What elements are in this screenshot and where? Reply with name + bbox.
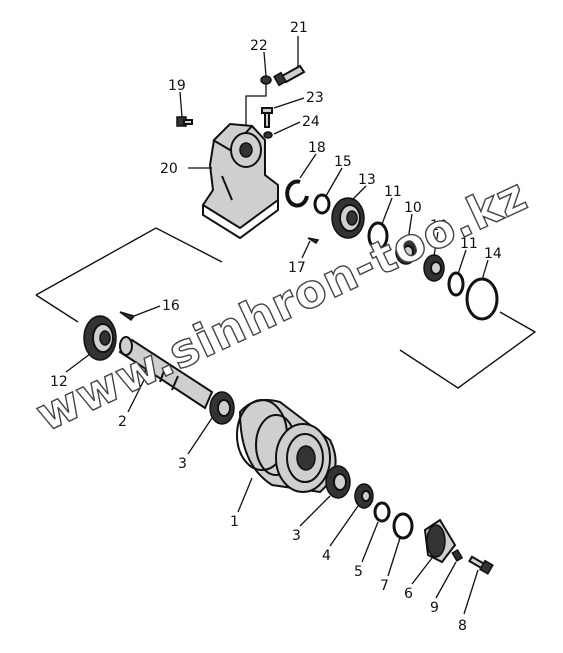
snap-ring-part-18 (285, 179, 309, 208)
nut-part-4 (354, 483, 374, 509)
label-9: 9 (430, 600, 439, 616)
o-ring-part-11-upper (367, 221, 389, 251)
label-20: 20 (160, 161, 178, 177)
washer-part-9 (451, 549, 464, 562)
watermark: www.sinhron-too.kz (28, 167, 536, 442)
label-15: 15 (334, 154, 352, 170)
label-14: 14 (484, 246, 502, 262)
label-3-left: 3 (178, 456, 187, 472)
seal-part-13 (331, 197, 365, 239)
bracket-housing-part-20 (201, 122, 279, 240)
label-2: 2 (118, 414, 127, 430)
label-11-upper: 11 (384, 184, 402, 200)
label-5: 5 (354, 564, 363, 580)
label-4: 4 (322, 548, 331, 564)
o-ring-part-15 (313, 193, 331, 215)
label-24: 24 (302, 114, 320, 130)
bushing-part-10-left (395, 239, 417, 265)
roller-part-1 (236, 399, 337, 494)
label-10-right: 10 (430, 218, 448, 234)
label-21: 21 (290, 20, 308, 36)
label-23: 23 (306, 90, 324, 106)
leader-lines (65, 36, 489, 615)
label-7: 7 (380, 578, 389, 594)
cover-part-6 (423, 518, 457, 564)
label-11-right: 11 (460, 236, 478, 252)
label-22: 22 (250, 38, 268, 54)
label-18: 18 (308, 140, 326, 156)
part-labels: 21 22 23 24 19 20 18 15 13 11 10 10 11 1… (50, 20, 502, 634)
label-8: 8 (458, 618, 467, 634)
bearing-part-3-right (325, 465, 351, 499)
washer-part-24 (263, 131, 273, 139)
seal-part-12 (83, 315, 117, 361)
guide-lines (35, 227, 537, 389)
label-6: 6 (404, 586, 413, 602)
shaft-part-2 (118, 336, 214, 410)
pin-part-17 (307, 237, 320, 245)
label-16: 16 (162, 298, 180, 314)
label-3-right: 3 (292, 528, 301, 544)
o-ring-part-14 (465, 277, 499, 321)
pin-part-16 (119, 311, 136, 322)
label-1: 1 (230, 514, 239, 530)
o-ring-part-7 (392, 512, 414, 540)
bearing-part-3-left (209, 391, 235, 425)
o-ring-part-11-right (447, 271, 465, 297)
bolt-part-21 (273, 64, 306, 87)
bolt-part-19 (176, 116, 193, 127)
label-13: 13 (358, 172, 376, 188)
bolt-part-23 (261, 107, 273, 128)
label-10-left: 10 (404, 200, 422, 216)
washer-part-22 (260, 75, 272, 85)
bolt-part-8 (468, 555, 494, 575)
label-17: 17 (288, 260, 306, 276)
label-19: 19 (168, 78, 186, 94)
label-12: 12 (50, 374, 68, 390)
ring-part-5 (373, 501, 391, 523)
